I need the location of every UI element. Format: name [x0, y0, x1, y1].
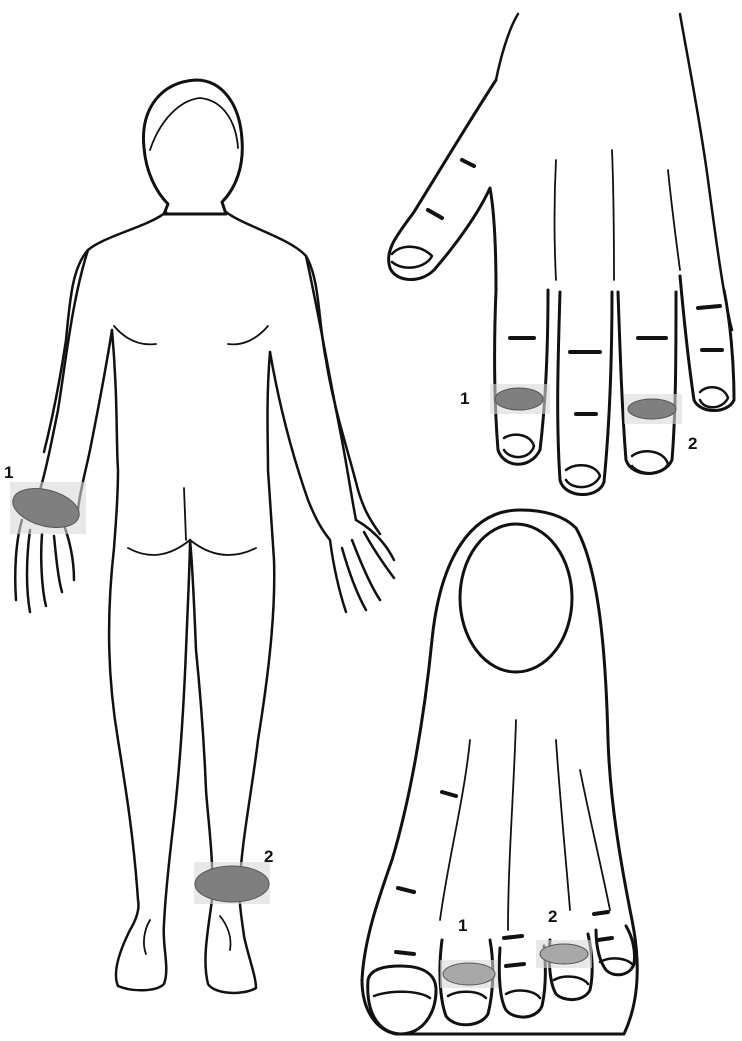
wrist-point-1 [8, 482, 86, 534]
ankle-point-label: 2 [264, 847, 273, 866]
body-back-view: 1 2 [4, 80, 394, 993]
foot-arch-oval [460, 524, 572, 672]
hand-point-1 [490, 384, 550, 414]
foot-point-2 [536, 940, 592, 968]
hand-point-2-label: 2 [688, 434, 697, 453]
foot-point-1-label: 1 [458, 916, 467, 935]
hand-point-2 [624, 394, 682, 424]
ankle-point-2 [194, 862, 270, 904]
wrist-point-label: 1 [4, 463, 13, 482]
hand-finger-middle [558, 292, 612, 495]
hand-thumb [389, 80, 496, 290]
hand-finger-little [680, 276, 734, 411]
foot-toe-big [368, 966, 436, 1034]
foot-view: 1 2 [362, 510, 637, 1034]
foot-point-1 [440, 960, 498, 988]
hand-point-1-label: 1 [460, 389, 469, 408]
hand-view: 1 2 [389, 14, 734, 495]
hand-finger-ring [618, 292, 676, 474]
hand-finger-index [495, 290, 548, 464]
right-hand [330, 520, 394, 612]
foot-point-2-label: 2 [548, 907, 557, 926]
